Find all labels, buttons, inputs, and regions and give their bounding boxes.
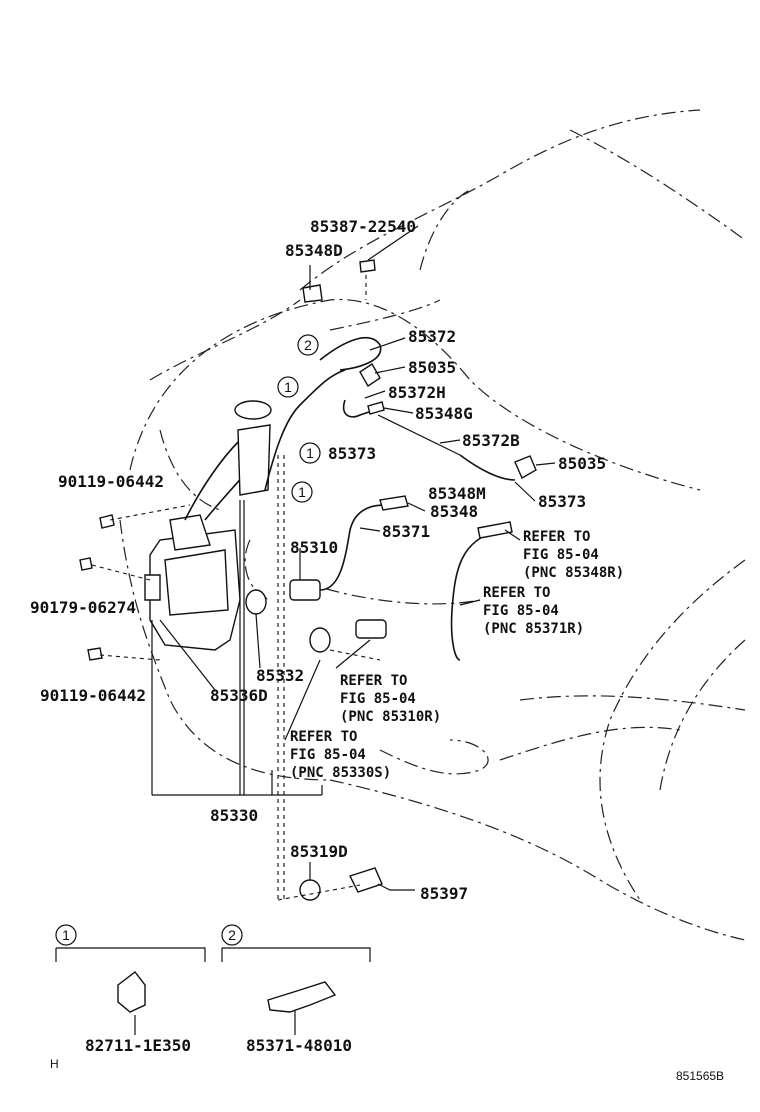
label-85372: 85372 bbox=[408, 327, 456, 346]
grommet-85332 bbox=[245, 589, 267, 615]
clamp-85348d bbox=[302, 284, 323, 303]
hose-85372b bbox=[377, 414, 461, 456]
label-90119-06442-b: 90119-06442 bbox=[40, 686, 146, 705]
label-85035-a: 85035 bbox=[408, 358, 456, 377]
label-85371: 85371 bbox=[382, 522, 430, 541]
label-85397: 85397 bbox=[420, 884, 468, 903]
label-85372b: 85372B bbox=[462, 431, 520, 450]
refer-85330s-line3: (PNC 85330S) bbox=[290, 765, 391, 781]
refer-85371r-line3: (PNC 85371R) bbox=[483, 621, 584, 637]
refer-note-85310r: REFER TO FIG 85-04 (PNC 85310R) bbox=[340, 673, 441, 725]
refer-note-85348r: REFER TO FIG 85-04 (PNC 85348R) bbox=[523, 529, 624, 581]
circle-1-b: 1 bbox=[306, 445, 314, 461]
refer-85348r-line3: (PNC 85348R) bbox=[523, 565, 624, 581]
jet-85035a bbox=[359, 363, 381, 387]
label-85348g: 85348G bbox=[415, 404, 473, 423]
washer-tank bbox=[144, 400, 272, 651]
hose-85373 bbox=[459, 454, 516, 481]
label-85336d: 85336D bbox=[210, 686, 268, 705]
refer-85310r-line1: REFER TO bbox=[340, 673, 407, 689]
washer-cap bbox=[234, 400, 272, 420]
vehicle-body-outline bbox=[119, 109, 746, 941]
leader-lines bbox=[55, 225, 556, 1035]
refer-85348r-line1: REFER TO bbox=[523, 529, 590, 545]
label-82711-1e350: 82711-1E350 bbox=[85, 1036, 191, 1055]
bolt-90119-b bbox=[87, 647, 103, 661]
label-85372h: 85372H bbox=[388, 383, 446, 402]
clip-85387 bbox=[359, 259, 376, 273]
label-85310: 85310 bbox=[290, 538, 338, 557]
figure-id: 851565B bbox=[676, 1069, 724, 1083]
refer-85330s-line1: REFER TO bbox=[290, 729, 357, 745]
pump-85397 bbox=[349, 867, 383, 893]
refer-85330s-line2: FIG 85-04 bbox=[290, 747, 366, 763]
washer-pump bbox=[289, 495, 409, 601]
label-85332: 85332 bbox=[256, 666, 304, 685]
refer-85371r-line1: REFER TO bbox=[483, 585, 550, 601]
hose-85372 bbox=[319, 336, 382, 371]
hose-main bbox=[264, 369, 346, 491]
label-85373-b: 85373 bbox=[538, 492, 586, 511]
callout-circles: 2 1 1 1 1 2 bbox=[55, 334, 321, 946]
circle-2-legend: 2 bbox=[228, 927, 236, 943]
clip-85348g bbox=[367, 401, 385, 415]
label-85348m: 85348M bbox=[428, 484, 486, 503]
label-85387-22540: 85387-22540 bbox=[310, 217, 416, 236]
refer-85371r-line2: FIG 85-04 bbox=[483, 603, 559, 619]
label-85330: 85330 bbox=[210, 806, 258, 825]
label-85348: 85348 bbox=[430, 502, 478, 521]
circle-1-a: 1 bbox=[284, 379, 292, 395]
label-85348d: 85348D bbox=[285, 241, 343, 260]
label-85319d: 85319D bbox=[290, 842, 348, 861]
label-85035-b: 85035 bbox=[558, 454, 606, 473]
bolt-90179 bbox=[79, 557, 93, 571]
circle-2-upper: 2 bbox=[304, 337, 312, 353]
washer-pump-rear bbox=[309, 619, 387, 653]
refer-85348r-line2: FIG 85-04 bbox=[523, 547, 599, 563]
label-90179-06274: 90179-06274 bbox=[30, 598, 136, 617]
jet-85035b bbox=[514, 455, 537, 479]
label-90119-06442-a: 90119-06442 bbox=[58, 472, 164, 491]
refer-85310r-line2: FIG 85-04 bbox=[340, 691, 416, 707]
refer-note-85330s: REFER TO FIG 85-04 (PNC 85330S) bbox=[290, 729, 391, 781]
nozzle-85348r bbox=[477, 521, 513, 539]
grommet-85319d bbox=[299, 879, 321, 901]
part-labels: 85387-22540 85348D 85372 85035 85372H 85… bbox=[30, 217, 606, 1055]
bolt-90119-a bbox=[99, 514, 115, 529]
corner-mark: H bbox=[50, 1057, 59, 1071]
hose-85371r bbox=[450, 529, 501, 661]
circle-1-legend: 1 bbox=[62, 927, 70, 943]
dashed-lines bbox=[91, 275, 381, 901]
circle-1-c: 1 bbox=[298, 484, 306, 500]
refer-note-85371r: REFER TO FIG 85-04 (PNC 85371R) bbox=[483, 585, 584, 637]
label-85373-a: 85373 bbox=[328, 444, 376, 463]
hose-85372h bbox=[342, 399, 376, 418]
bracket-85371-48010 bbox=[267, 981, 337, 1013]
label-85371-48010: 85371-48010 bbox=[246, 1036, 352, 1055]
refer-85310r-line3: (PNC 85310R) bbox=[340, 709, 441, 725]
clip-82711 bbox=[117, 971, 146, 1013]
